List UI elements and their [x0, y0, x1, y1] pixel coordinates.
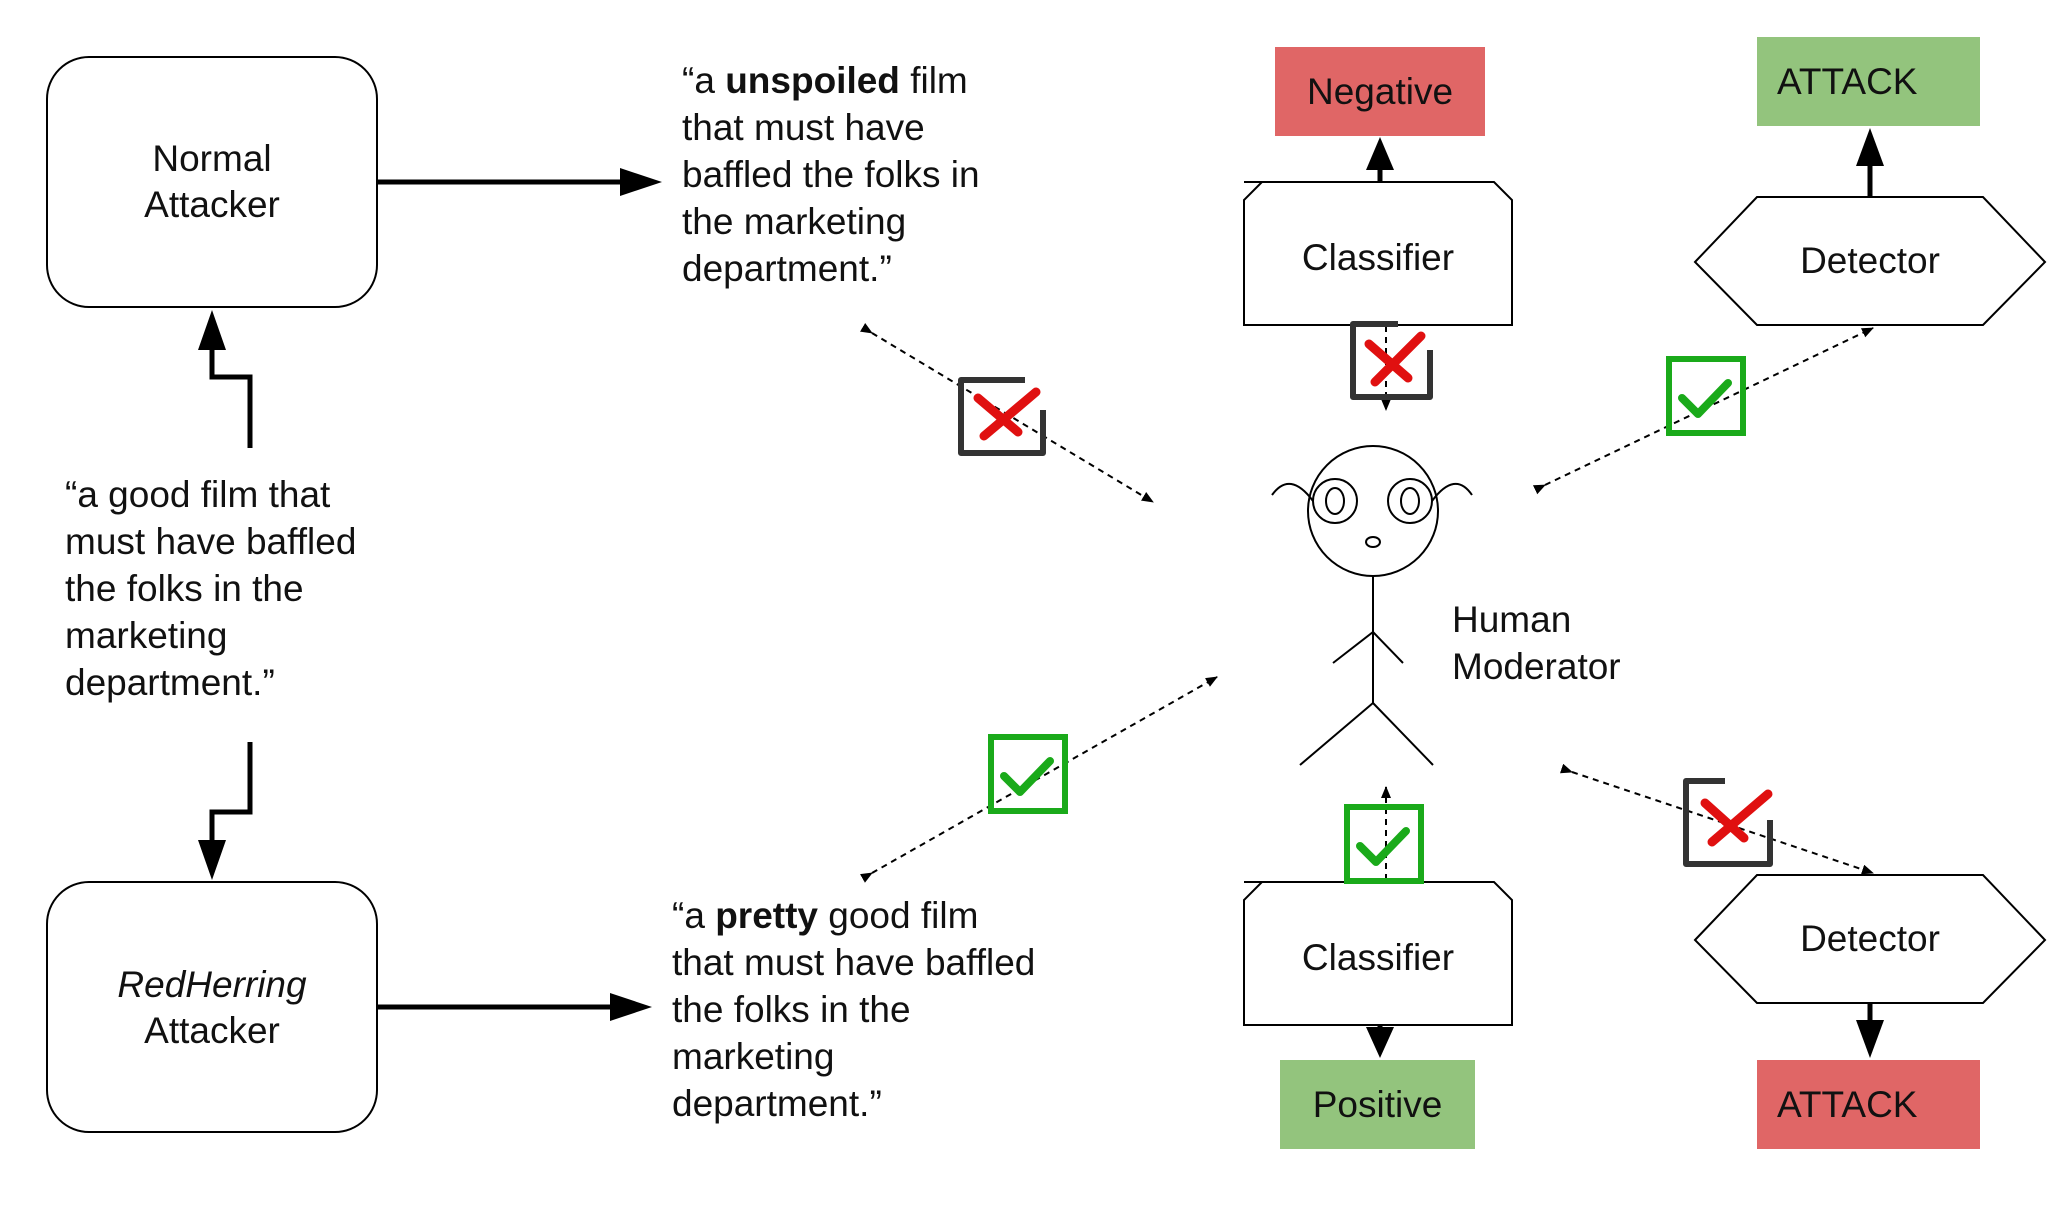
normal-output-post: film: [899, 60, 968, 101]
check-icon: [1344, 804, 1424, 884]
normal-attacker-arrowhead: [620, 168, 662, 196]
moderator-line1: Human: [1452, 599, 1572, 640]
original-line: must have baffled: [65, 521, 357, 562]
normal-output-pre: “a: [682, 60, 726, 101]
normal-attacker-line1: Normal: [152, 138, 272, 179]
redherring-attacker-arrowhead: [610, 993, 652, 1021]
redherring-output-line: department.”: [672, 1083, 882, 1124]
redherring-attacker-label: RedHerring Attacker: [47, 962, 377, 1054]
normal-output-substituted-word: unspoiled: [725, 60, 900, 101]
check-icon: [988, 734, 1068, 814]
normal-output-line: that must have: [682, 107, 925, 148]
cross-icon: [1683, 778, 1773, 867]
negative-result-label: Negative: [1306, 70, 1454, 112]
detector-bottom-arrowhead: [1856, 1020, 1884, 1058]
human-moderator-icon: [1271, 445, 1473, 766]
dashed-link-redherring-output: [859, 676, 1218, 883]
attack-bottom-result-box: [1757, 1060, 1980, 1149]
redherring-output-inserted-word: pretty: [715, 895, 818, 936]
negative-result-box: [1275, 47, 1485, 136]
redherring-output-sentence: “a pretty good film that must have baffl…: [672, 892, 1035, 1127]
normal-output-line: the marketing: [682, 201, 907, 242]
detector-top-arrowhead: [1856, 128, 1884, 166]
moderator-line2: Moderator: [1452, 646, 1621, 687]
detector-bottom-label: Detector: [1800, 918, 1940, 959]
redherring-output-line: the folks in the: [672, 989, 911, 1030]
redherring-output-line: marketing: [672, 1036, 835, 1077]
detector-bottom-shape: [1693, 874, 2047, 1004]
original-line: marketing: [65, 615, 228, 656]
redherring-output-pre: “a: [672, 895, 716, 936]
normal-output-sentence: “a unspoiled film that must have baffled…: [682, 57, 980, 292]
attack-bottom-result-label: ATTACK: [1777, 1083, 1918, 1125]
normal-attacker-box: [46, 56, 378, 308]
step-arrow-down-head: [198, 840, 226, 880]
redherring-attacker-line2: Attacker: [144, 1010, 280, 1051]
attack-top-result-box: [1757, 37, 1980, 126]
normal-attacker-label: Normal Attacker: [47, 136, 377, 228]
step-arrow-up-head: [198, 310, 226, 350]
normal-attacker-line2: Attacker: [144, 184, 280, 225]
classifier-bottom-label: Classifier: [1301, 937, 1455, 978]
normal-output-line: baffled the folks in: [682, 154, 980, 195]
step-arrow-down: [209, 742, 253, 850]
classifier-top-arrowhead: [1366, 137, 1394, 170]
classifier-top-label: Classifier: [1301, 237, 1455, 278]
original-line: department.”: [65, 662, 275, 703]
check-icon: [1666, 356, 1746, 436]
redherring-attacker-box: [46, 881, 378, 1133]
normal-output-line1: “a unspoiled film: [682, 57, 980, 104]
original-line: the folks in the: [65, 568, 304, 609]
cross-icon: [1350, 321, 1433, 400]
cross-icon: [958, 377, 1046, 456]
redherring-output-line1: “a pretty good film: [672, 892, 1035, 939]
classifier-bottom-arrowhead: [1366, 1027, 1394, 1058]
normal-output-line: department.”: [682, 248, 892, 289]
positive-result-label: Positive: [1312, 1083, 1443, 1125]
human-moderator-label: Human Moderator: [1452, 596, 1621, 690]
detector-top-shape: [1693, 196, 2047, 326]
attack-top-result-label: ATTACK: [1777, 60, 1918, 102]
original-sentence: “a good film that must have baffled the …: [65, 471, 356, 706]
original-line: “a good film that: [65, 474, 331, 515]
positive-result-box: [1280, 1060, 1475, 1149]
redherring-output-line: that must have baffled: [672, 942, 1036, 983]
step-arrow-up: [209, 340, 253, 448]
redherring-output-post: good film: [818, 895, 979, 936]
redherring-attacker-line1: RedHerring: [117, 964, 307, 1005]
detector-top-label: Detector: [1800, 240, 1940, 281]
